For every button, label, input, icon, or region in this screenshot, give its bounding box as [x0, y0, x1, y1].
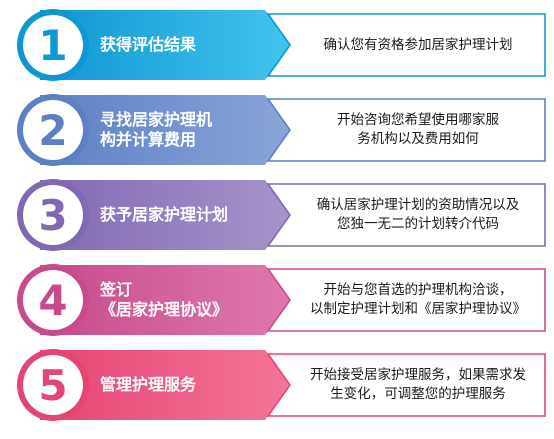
step-title-text: 获予居家护理计划	[100, 205, 229, 224]
step-banner	[40, 350, 292, 420]
step-number: 3	[38, 191, 67, 240]
step-number-circle	[23, 100, 83, 160]
step-banner	[40, 95, 292, 165]
step-row-3: 3	[17, 179, 546, 251]
step-description-5: 开始接受居家护理服务，如果需求发 生变化，可调整您的护理服务	[292, 355, 544, 415]
step-description-box	[266, 98, 546, 162]
step-title-text: 管理护理服务	[100, 375, 197, 394]
step-row-5: 5	[17, 349, 546, 421]
step-description-text: 开始咨询您希望使用哪家服 务机构以及费用如何	[337, 112, 499, 147]
step-description-3: 确认居家护理计划的资助情况以及 您独一无二的计划转介代码	[292, 185, 544, 245]
step-row-1: 1	[17, 9, 546, 81]
step-title-text: 签订 《居家护理协议》	[100, 280, 229, 319]
step-number: 5	[38, 361, 67, 410]
step-row-2: 2	[17, 94, 546, 166]
step-number: 1	[38, 21, 67, 70]
step-description-text: 确认居家护理计划的资助情况以及 您独一无二的计划转介代码	[316, 197, 520, 232]
step-title-3: 获予居家护理计划	[100, 185, 270, 245]
step-title-text: 获得评估结果	[100, 35, 197, 54]
step-description-1: 确认您有资格参加居家护理计划	[292, 15, 544, 75]
step-description-box	[266, 183, 546, 247]
step-row-4: 4	[17, 264, 546, 336]
step-description-text: 确认您有资格参加居家护理计划	[323, 36, 513, 53]
step-number-circle	[23, 185, 83, 245]
step-banner	[40, 265, 292, 335]
step-number-circle	[23, 15, 83, 75]
step-title-2: 寻找居家护理机 构并计算费用	[100, 100, 270, 160]
step-description-4: 开始与您首选的护理机构洽谈， 以制定护理计划和《居家护理协议》	[292, 270, 544, 330]
step-title-text: 寻找居家护理机 构并计算费用	[100, 110, 213, 149]
step-number: 4	[38, 276, 67, 325]
step-description-box	[266, 13, 546, 77]
step-number-circle	[23, 355, 83, 415]
step-description-box	[266, 268, 546, 332]
step-description-box	[266, 353, 546, 417]
step-number: 2	[38, 106, 67, 155]
step-description-text: 开始与您首选的护理机构洽谈， 以制定护理计划和《居家护理协议》	[310, 282, 526, 317]
step-title-1: 获得评估结果	[100, 15, 270, 75]
step-description-2: 开始咨询您希望使用哪家服 务机构以及费用如何	[292, 100, 544, 160]
step-description-text: 开始接受居家护理服务，如果需求发 生变化，可调整您的护理服务	[310, 367, 526, 402]
step-number-circle	[23, 270, 83, 330]
step-banner	[40, 10, 292, 80]
step-title-4: 签订 《居家护理协议》	[100, 270, 270, 330]
step-title-5: 管理护理服务	[100, 355, 270, 415]
step-banner	[40, 180, 292, 250]
